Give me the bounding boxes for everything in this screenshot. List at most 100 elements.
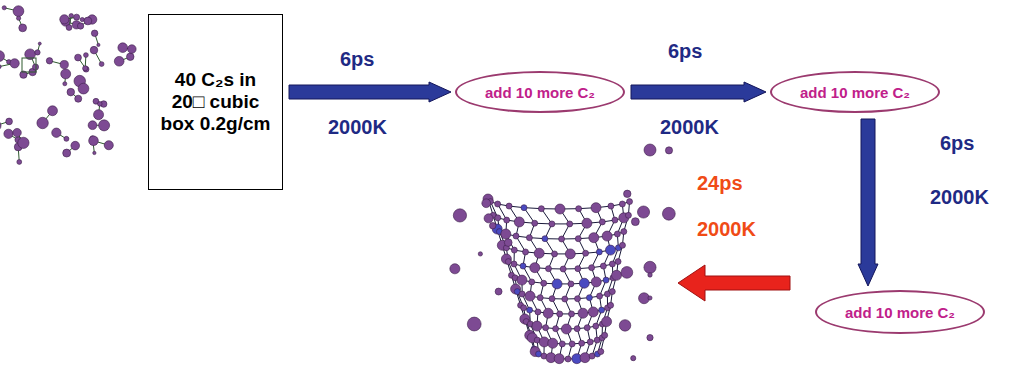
atom	[13, 128, 21, 136]
atom	[580, 353, 590, 363]
atom	[61, 69, 71, 79]
time-label: 6ps	[668, 40, 702, 63]
atom	[542, 236, 548, 242]
atom	[46, 58, 52, 64]
atom	[83, 66, 88, 71]
condition-label: 2000K	[930, 186, 989, 209]
atom	[569, 311, 575, 317]
condition-label: 2000K	[328, 116, 387, 139]
atom	[526, 235, 532, 241]
atom	[450, 264, 460, 274]
atom	[93, 151, 96, 154]
atom	[543, 308, 553, 318]
atom	[114, 56, 124, 66]
step-ellipse: add 10 more C₂	[815, 290, 985, 334]
red-arrow	[678, 265, 790, 301]
atom	[621, 267, 633, 279]
atom	[91, 30, 98, 37]
atom	[575, 296, 581, 302]
condition-label: 2000K	[660, 116, 719, 139]
condition-label: 2000K	[697, 218, 756, 241]
atom	[554, 354, 564, 364]
atom	[453, 209, 466, 222]
atom	[4, 129, 13, 138]
atom	[582, 218, 592, 228]
atom	[513, 233, 519, 239]
atom	[602, 231, 612, 241]
atom	[511, 284, 521, 294]
process-arrow	[289, 82, 451, 102]
atom	[574, 326, 580, 332]
atom	[608, 302, 614, 308]
atom	[552, 279, 562, 289]
atom	[478, 252, 482, 256]
atom	[567, 221, 573, 227]
node-text: add 10 more C₂	[485, 84, 595, 101]
atom	[521, 305, 527, 311]
atom	[501, 229, 511, 239]
atom	[519, 291, 525, 297]
atom	[78, 83, 89, 94]
atom	[599, 307, 605, 313]
atom	[484, 214, 493, 223]
atom	[66, 25, 72, 31]
atom	[60, 60, 68, 68]
atom	[612, 217, 618, 223]
atom	[84, 17, 92, 25]
atom	[495, 288, 502, 295]
time-label: 6ps	[940, 132, 974, 155]
atom	[631, 218, 639, 226]
atom	[579, 278, 589, 288]
atom	[596, 249, 602, 255]
atom	[665, 147, 672, 154]
atom	[589, 265, 595, 271]
atom	[2, 6, 6, 10]
atom	[525, 291, 535, 301]
atom	[559, 341, 565, 347]
atom	[631, 356, 636, 361]
atom	[35, 50, 40, 55]
atom	[597, 293, 603, 299]
atom	[545, 266, 551, 272]
process-arrow	[631, 82, 766, 102]
atom	[627, 199, 633, 205]
atom	[575, 266, 581, 272]
condition-label: 24ps	[697, 172, 743, 195]
atom	[74, 14, 80, 20]
atom	[67, 88, 75, 96]
atom	[575, 236, 581, 242]
atom	[549, 221, 555, 227]
atom	[505, 259, 511, 265]
atom	[608, 203, 614, 209]
atom	[551, 251, 557, 257]
atom	[541, 280, 547, 286]
atom	[77, 23, 83, 29]
atom	[565, 356, 571, 362]
atom	[63, 82, 67, 86]
atom	[501, 254, 511, 264]
atom	[560, 266, 566, 272]
atom	[90, 46, 98, 54]
atom	[621, 229, 627, 235]
atom	[37, 117, 48, 128]
atom	[561, 324, 571, 334]
atom	[553, 326, 559, 332]
atom	[99, 120, 110, 131]
atom	[557, 311, 563, 317]
atom	[568, 281, 574, 287]
atom	[63, 149, 71, 157]
atom	[506, 203, 512, 209]
atom	[48, 106, 58, 116]
atom	[6, 118, 13, 125]
atom	[549, 296, 555, 302]
atom	[589, 353, 595, 359]
atom	[599, 219, 605, 225]
atom	[548, 338, 558, 348]
atom	[127, 53, 135, 61]
atom	[52, 128, 61, 137]
atom	[489, 222, 496, 229]
atom	[38, 42, 41, 45]
atom	[530, 263, 540, 273]
atom	[511, 247, 517, 253]
